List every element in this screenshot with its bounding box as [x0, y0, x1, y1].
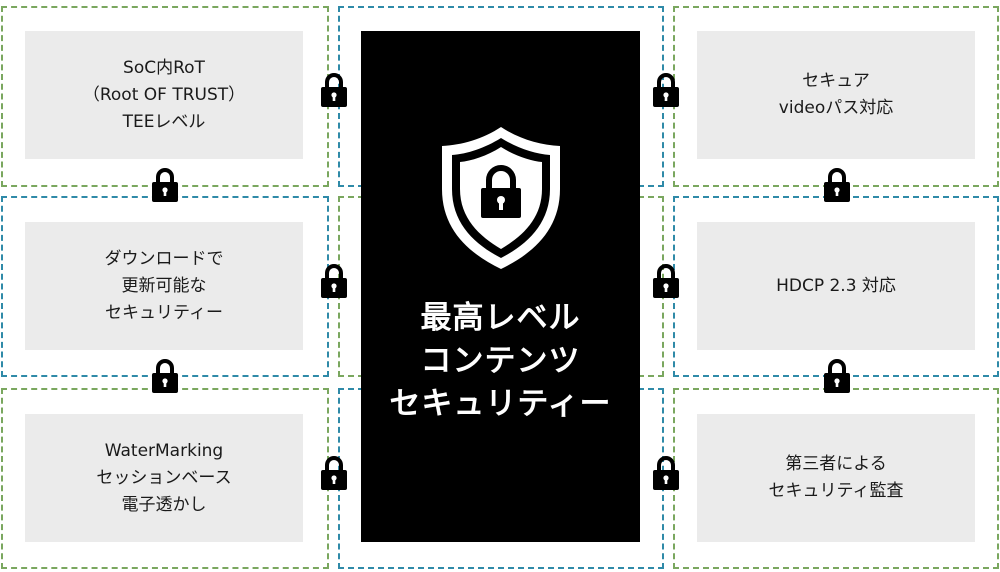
padlock-icon — [651, 72, 681, 108]
left-box-rot: SoC内RoT （Root OF TRUST） TEEレベル — [25, 31, 303, 159]
padlock-icon — [319, 72, 349, 108]
center-title-line: コンテンツ — [420, 343, 581, 379]
center-panel: 最高レベル コンテンツ セキュリティー — [361, 31, 640, 542]
box-line: videoパス対応 — [778, 98, 894, 118]
right-box-secure-video: セキュア videoパス対応 — [697, 31, 975, 159]
padlock-icon — [319, 455, 349, 491]
padlock-icon — [651, 263, 681, 299]
box-line: セッションベース — [96, 467, 232, 488]
padlock-icon — [651, 455, 681, 491]
box-line: 電子透かし — [121, 494, 207, 515]
box-line: セキュリティー — [105, 302, 223, 323]
center-title-line: 最高レベル — [420, 300, 581, 336]
left-box-watermarking: WaterMarking セッションベース 電子透かし — [25, 414, 303, 542]
right-box-hdcp: HDCP 2.3 対応 — [697, 222, 975, 350]
box-line: 第三者による — [785, 454, 887, 474]
shield-lock-icon — [441, 127, 560, 269]
padlock-icon — [150, 167, 180, 203]
padlock-icon — [822, 358, 852, 394]
box-line: セキュア — [802, 71, 870, 91]
box-line: 更新可能な — [121, 275, 207, 296]
left-box-updatable: ダウンロードで 更新可能な セキュリティー — [25, 222, 303, 350]
box-line: WaterMarking — [104, 440, 224, 461]
center-title-line: セキュリティー — [389, 386, 612, 422]
box-line: SoC内RoT — [123, 57, 205, 78]
center-title: 最高レベル コンテンツ セキュリティー — [389, 297, 611, 426]
box-line: HDCP 2.3 対応 — [776, 275, 896, 296]
right-box-audit: 第三者による セキュリティ監査 — [697, 414, 975, 542]
box-line: （Root OF TRUST） — [82, 84, 246, 105]
padlock-icon — [150, 358, 180, 394]
padlock-icon — [319, 263, 349, 299]
box-line: セキュリティ監査 — [768, 481, 904, 501]
box-line: ダウンロードで — [104, 248, 224, 269]
padlock-icon — [822, 167, 852, 203]
box-line: TEEレベル — [122, 111, 206, 132]
